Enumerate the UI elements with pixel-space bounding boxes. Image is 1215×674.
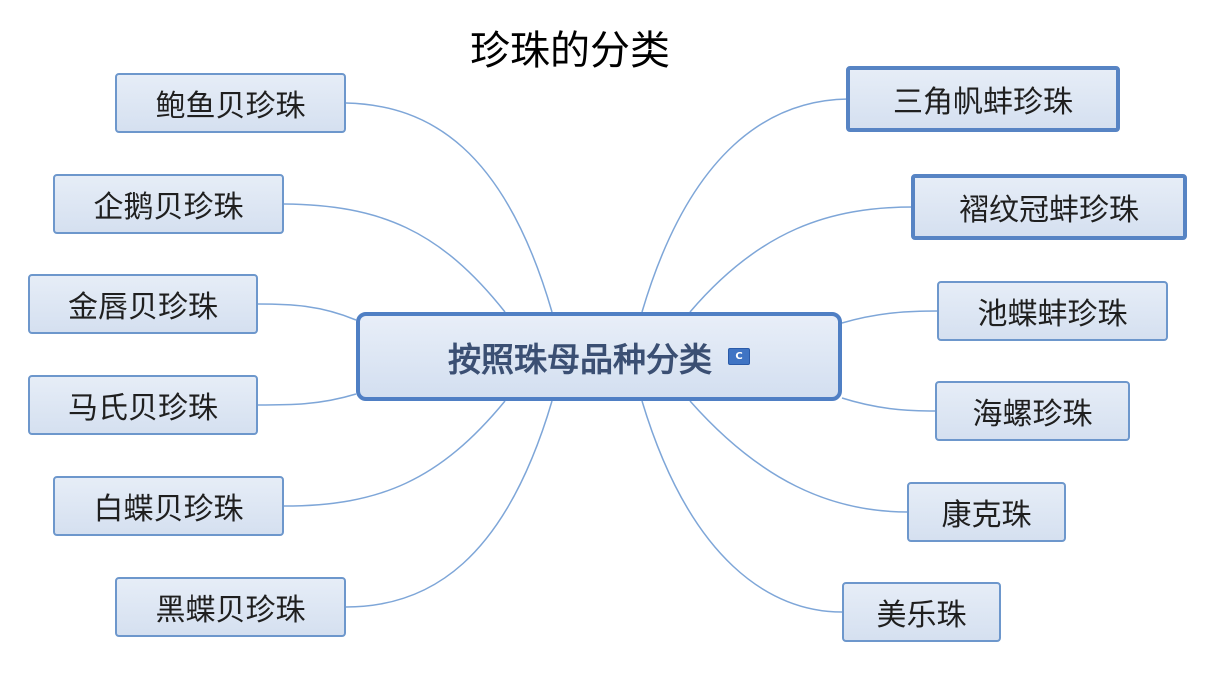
node-label: 白蝶贝珍珠	[93, 492, 244, 527]
connector-right-4	[841, 397, 937, 412]
node-label: 三角帆蚌珍珠	[893, 85, 1073, 120]
connector-left-2	[283, 203, 506, 313]
center-label: 按照珠母品种分类	[448, 339, 712, 379]
node-gold-lip-oyster-pearl[interactable]: 金唇贝珍珠	[28, 274, 258, 334]
node-melo-pearl[interactable]: 美乐珠	[842, 582, 1001, 642]
node-akoya-oyster-pearl[interactable]: 马氏贝珍珠	[28, 375, 258, 435]
connector-right-2	[689, 206, 914, 313]
node-label: 海螺珍珠	[972, 397, 1093, 432]
node-sea-snail-pearl[interactable]: 海螺珍珠	[935, 381, 1130, 441]
badge-icon: C	[728, 348, 750, 365]
connector-left-3	[257, 303, 357, 321]
node-chidie-mussel-pearl[interactable]: 池蝶蚌珍珠	[937, 281, 1168, 341]
node-label: 金唇贝珍珠	[68, 290, 218, 325]
connector-left-5	[283, 400, 506, 507]
node-label: 马氏贝珍珠	[68, 391, 218, 426]
connector-right-5	[689, 400, 909, 513]
connector-left-1	[345, 102, 553, 313]
node-white-lip-oyster-pearl[interactable]: 白蝶贝珍珠	[53, 476, 284, 536]
node-label: 鲍鱼贝珍珠	[155, 89, 306, 124]
connector-right-6	[641, 400, 843, 613]
page-title: 珍珠的分类	[470, 28, 670, 74]
node-label: 美乐珠	[876, 598, 967, 633]
node-label: 黑蝶贝珍珠	[155, 593, 306, 628]
node-penguin-wing-oyster-pearl[interactable]: 企鹅贝珍珠	[53, 174, 284, 234]
node-label: 企鹅贝珍珠	[93, 190, 244, 225]
connector-right-3	[841, 310, 939, 324]
center-node[interactable]: 按照珠母品种分类 C	[356, 312, 842, 401]
connector-left-4	[257, 393, 357, 406]
connector-left-6	[345, 400, 553, 608]
node-conch-pearl[interactable]: 康克珠	[907, 482, 1066, 542]
node-label: 康克珠	[941, 498, 1032, 533]
node-label: 池蝶蚌珍珠	[977, 297, 1128, 332]
node-black-lip-oyster-pearl[interactable]: 黑蝶贝珍珠	[115, 577, 346, 637]
node-label: 褶纹冠蚌珍珠	[959, 193, 1139, 228]
node-cockscomb-mussel-pearl[interactable]: 褶纹冠蚌珍珠	[911, 174, 1187, 240]
node-abalone-pearl[interactable]: 鲍鱼贝珍珠	[115, 73, 346, 133]
node-triangle-sail-mussel-pearl[interactable]: 三角帆蚌珍珠	[846, 66, 1120, 132]
connector-right-1	[641, 98, 849, 313]
